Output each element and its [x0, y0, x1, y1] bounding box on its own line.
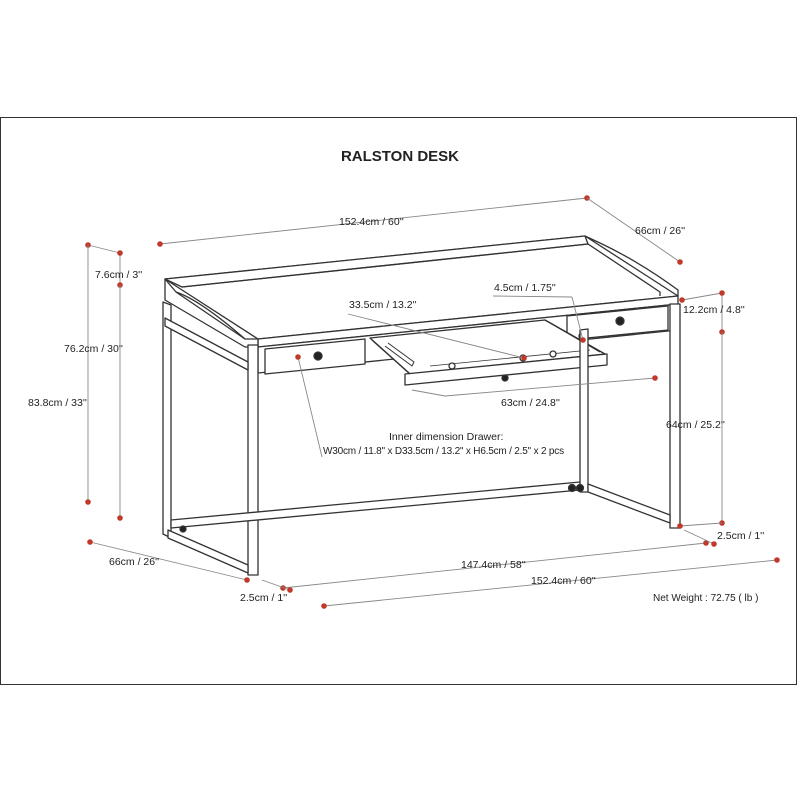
leg-back-right: [579, 328, 589, 493]
dim-drawer-depth: 33.5cm / 13.2'': [349, 299, 417, 311]
right-frame-bottom: [587, 483, 671, 524]
leg-back-left: [162, 301, 172, 539]
hutch-inner: [181, 243, 661, 296]
dim-drawer-front: 4.5cm / 1.75'': [494, 282, 556, 294]
dim-top-depth: 66cm / 26'': [635, 225, 686, 237]
inner-dimension-heading: Inner dimension Drawer:: [389, 431, 504, 443]
leg-front-left: [247, 344, 259, 576]
dim-leg-width-right: 2.5cm / 1'': [717, 530, 765, 542]
dim-base-depth: 66cm / 26'': [109, 556, 160, 568]
dim-inner-width: 147.4cm / 58'': [461, 559, 526, 571]
desk-drawing: [162, 235, 681, 576]
net-weight: Net Weight : 72.75 ( lb ): [653, 593, 759, 604]
dim-base-width: 152.4cm / 60'': [531, 575, 596, 587]
inner-dimension-value: W30cm / 11.8'' x D33.5cm / 13.2'' x H6.5…: [323, 446, 564, 457]
dimension-lines: [85, 195, 780, 609]
left-side-panel: [164, 278, 259, 348]
dim-dot: [157, 241, 163, 247]
left-drawer-knob: [313, 351, 323, 361]
diagram-frame: [0, 117, 797, 685]
dim-drawer-width: 63cm / 24.8'': [501, 397, 560, 409]
dim-desk-height: 76.2cm / 30'': [64, 343, 123, 355]
right-gallery: [584, 235, 679, 296]
left-frame-top: [164, 317, 249, 371]
dim-leg-clearance: 64cm / 25.2'': [666, 419, 725, 431]
right-drawer-knob: [615, 316, 625, 326]
dim-hutch-height: 7.6cm / 3'': [95, 269, 143, 281]
back-stretcher: [170, 481, 581, 529]
dim-leg-width-left: 2.5cm / 1'': [240, 592, 288, 604]
dim-total-height: 83.8cm / 33'': [28, 397, 87, 409]
left-frame-bottom: [167, 529, 249, 574]
dim-top-width: 152.4cm / 60'': [339, 216, 404, 228]
dim-drawer-height: 12.2cm / 4.8'': [683, 304, 745, 316]
diagram-title: RALSTON DESK: [340, 148, 460, 165]
leg-front-right: [669, 303, 681, 529]
open-drawer-front: [404, 353, 608, 386]
